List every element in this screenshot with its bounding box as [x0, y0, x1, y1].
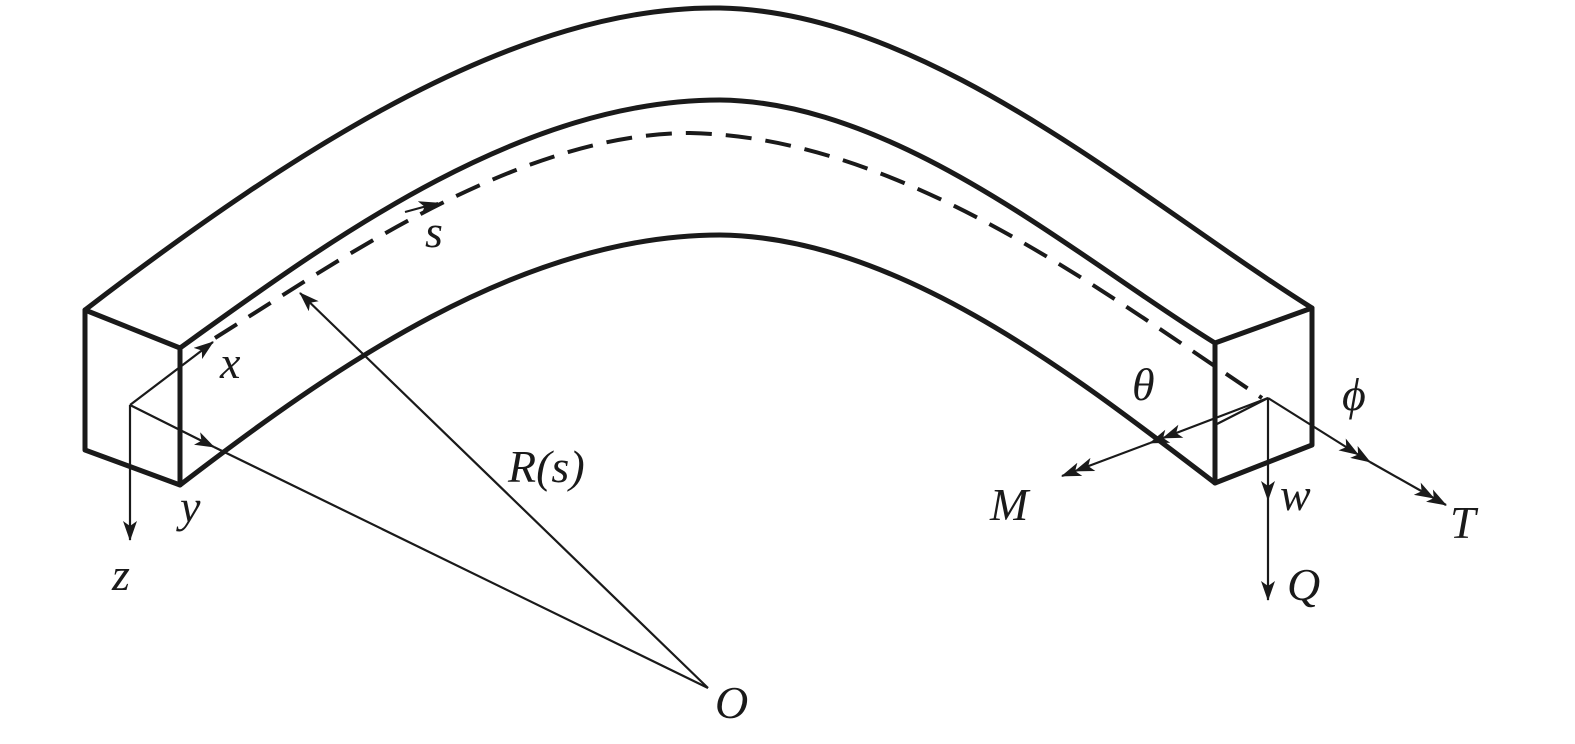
left-end-face — [82, 307, 183, 488]
label-deflection: w — [1280, 469, 1311, 520]
label-x: x — [219, 337, 241, 388]
label-torque: T — [1450, 497, 1479, 548]
label-shear: Q — [1287, 559, 1320, 610]
label-radius: R(s) — [507, 441, 585, 492]
x-axis-arrow — [129, 341, 214, 406]
radius-arrow — [299, 292, 709, 689]
beam-bottom-front-edge — [177, 232, 1218, 488]
moment-arrow — [1061, 441, 1151, 478]
label-y: y — [176, 481, 201, 532]
s-direction-arrow — [404, 201, 439, 215]
right-end-face — [1212, 305, 1315, 486]
beam-outline — [82, 5, 1315, 488]
left-coordinate-axes — [123, 341, 215, 541]
centroidal-axis-dashed — [213, 130, 1264, 400]
beam-outer-top-edge — [82, 5, 1315, 313]
torque-arrow — [1369, 461, 1447, 506]
label-phi: ϕ — [1342, 369, 1366, 420]
label-z: z — [111, 549, 130, 600]
label-moment: M — [989, 479, 1031, 530]
y-axis-arrow — [129, 404, 215, 448]
left-construction-line — [213, 446, 709, 689]
phi-rotation-arrow — [1267, 397, 1371, 463]
beam-inner-top-edge — [177, 97, 1218, 351]
label-theta: θ — [1132, 359, 1155, 410]
right-end-forces — [1061, 396, 1447, 601]
label-origin: O — [715, 677, 748, 728]
label-s: s — [425, 206, 443, 257]
theta-rotation-arrow — [1149, 396, 1269, 445]
